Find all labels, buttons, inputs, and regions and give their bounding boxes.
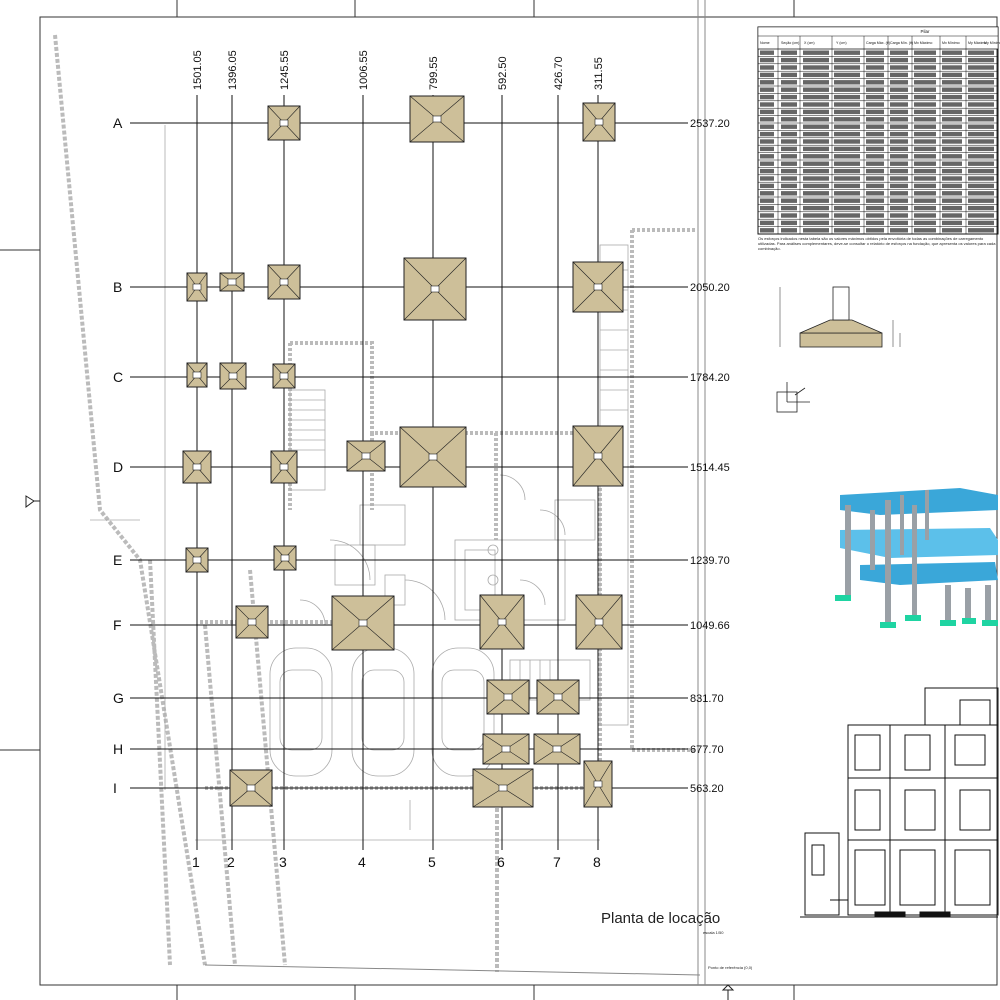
grid-col-label: 1 [192, 854, 200, 870]
footing [229, 769, 273, 807]
grid-col-label: 3 [279, 854, 287, 870]
center-mark-left-icon [25, 495, 40, 508]
grid-row-coord: 2537.20 [690, 118, 730, 130]
footing [533, 733, 581, 765]
footing [186, 362, 208, 388]
drawing-scale: escala 1/50 [703, 930, 724, 935]
grid-col-label: 2 [227, 854, 235, 870]
grid-col-label: 8 [593, 854, 601, 870]
grid-col-label: 5 [428, 854, 436, 870]
footing [403, 257, 467, 321]
grid-row-coord: 2050.20 [690, 282, 730, 294]
table-header-cell: Y (cm) [836, 41, 847, 45]
footing [185, 547, 209, 573]
table-header-cell: Seção (cm) [781, 41, 799, 45]
grid-row-label: E [113, 552, 122, 568]
grid-row-label: I [113, 780, 117, 796]
grid-row-label: D [113, 459, 123, 475]
footing [572, 425, 624, 487]
grid-col-coord: 1006.55 [358, 50, 370, 90]
footing [409, 95, 465, 143]
axis-symbol [776, 382, 810, 413]
grid-row-label: C [113, 369, 123, 385]
grid-row-label: F [113, 617, 122, 633]
pillar-table [757, 26, 999, 235]
grid-row-coord: 677.70 [690, 744, 724, 756]
footing [267, 105, 301, 141]
table-header-cell: Nome [760, 41, 770, 45]
grid-row-label: G [113, 690, 124, 706]
grid-row-coord: 563.20 [690, 783, 724, 795]
footing [331, 595, 395, 651]
grid-col-label: 7 [553, 854, 561, 870]
grid-col-coord: 799.55 [428, 56, 440, 90]
grid-row-coord: 831.70 [690, 693, 724, 705]
footing [273, 545, 297, 571]
footing [182, 450, 212, 484]
grid-col-coord: 1396.05 [227, 50, 239, 90]
drawing-title: Planta de locação [601, 910, 721, 927]
footing [582, 102, 616, 142]
table-header-cell: Carga Mín. (tf) [890, 41, 913, 45]
grid-col-coord: 426.70 [553, 56, 565, 90]
footing [536, 679, 580, 715]
footing [186, 272, 208, 302]
table-header-cell: Mx Mínimo [942, 41, 960, 45]
grid-row-label: H [113, 741, 123, 757]
grid-col-label: 4 [358, 854, 366, 870]
footing [270, 450, 298, 484]
structure-3d-model [835, 488, 998, 628]
pillar-table-body [760, 50, 994, 233]
grid-row-coord: 1514.45 [690, 462, 730, 474]
grid-col-label: 6 [497, 854, 505, 870]
grid-col-coord: 1501.05 [192, 50, 204, 90]
footing [346, 440, 386, 472]
footing [572, 261, 624, 313]
footing [399, 426, 467, 488]
center-mark-bottom-icon [721, 984, 735, 1000]
floor-plan-underlay [90, 125, 629, 841]
grid-col-coord: 1245.55 [279, 50, 291, 90]
footing [219, 272, 245, 292]
grid-col-coord: 311.55 [593, 57, 605, 90]
reference-point-note: Ponto de referência (0,0) [708, 965, 753, 970]
svg-text:Pilar: Pilar [920, 29, 930, 34]
footing [235, 605, 269, 639]
lot-boundary [53, 34, 499, 972]
footing [486, 679, 530, 715]
grid-col-coord: 592.50 [497, 56, 509, 90]
grid-row-coord: 1784.20 [690, 372, 730, 384]
grid-row-coord: 1049.66 [690, 620, 730, 632]
footing [267, 264, 301, 300]
footing [583, 760, 613, 808]
footing [479, 594, 525, 650]
footing [472, 768, 534, 808]
table-header-cell: Mx Máximo [914, 41, 932, 45]
footing [575, 594, 623, 650]
grid-row-label: A [113, 115, 123, 131]
footings [182, 95, 624, 808]
footing [482, 733, 530, 765]
elevation-drawing [800, 687, 999, 918]
grid-row-label: B [113, 279, 122, 295]
table-header-cell: My Mínimo [984, 41, 1000, 45]
grid-row-coord: 1239.70 [690, 555, 730, 567]
table-caption: Os esforços indicados nesta tabela são o… [758, 236, 996, 251]
table-header-cell: X (cm) [804, 41, 815, 45]
footing [219, 362, 247, 390]
table-header-cell: My Máximo [968, 41, 986, 45]
footing-section-detail [779, 286, 901, 348]
table-header-cell: Carga Máx. (tf) [866, 41, 890, 45]
footing [272, 363, 296, 389]
